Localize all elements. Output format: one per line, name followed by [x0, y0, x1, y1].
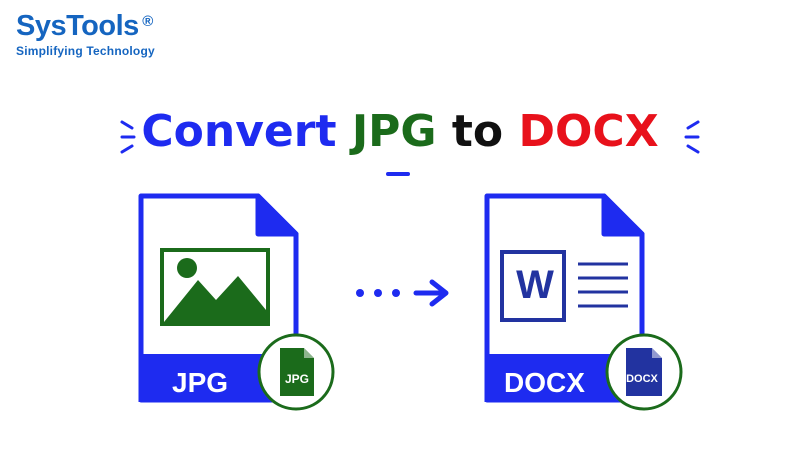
docx-badge-label: DOCX — [626, 373, 658, 385]
right-sparks-icon — [684, 120, 700, 154]
jpg-badge-label: JPG — [284, 372, 309, 386]
word-document-icon — [500, 250, 628, 322]
arrow-right-icon — [356, 279, 449, 307]
jpg-file-label: JPG — [172, 367, 229, 398]
jpg-badge-circle — [257, 333, 335, 411]
word-letter: W — [516, 263, 554, 307]
image-icon — [160, 248, 270, 326]
left-sparks-icon — [120, 120, 136, 154]
title-word-to: to — [451, 106, 504, 157]
logo-tagline: Simplifying Technology — [16, 44, 155, 58]
page-title: Convert JPG to DOCX — [0, 104, 800, 160]
docx-file-label: DOCX — [504, 367, 585, 398]
docx-badge-circle — [605, 333, 683, 411]
title-word-convert: Convert — [141, 106, 337, 157]
logo-name: SysTools — [16, 10, 139, 42]
systools-logo: SysTools® Simplifying Technology — [16, 10, 155, 58]
registered-mark: ® — [142, 13, 153, 30]
title-underline — [386, 172, 410, 176]
title-word-docx: DOCX — [518, 106, 659, 157]
title-word-jpg: JPG — [351, 106, 437, 157]
